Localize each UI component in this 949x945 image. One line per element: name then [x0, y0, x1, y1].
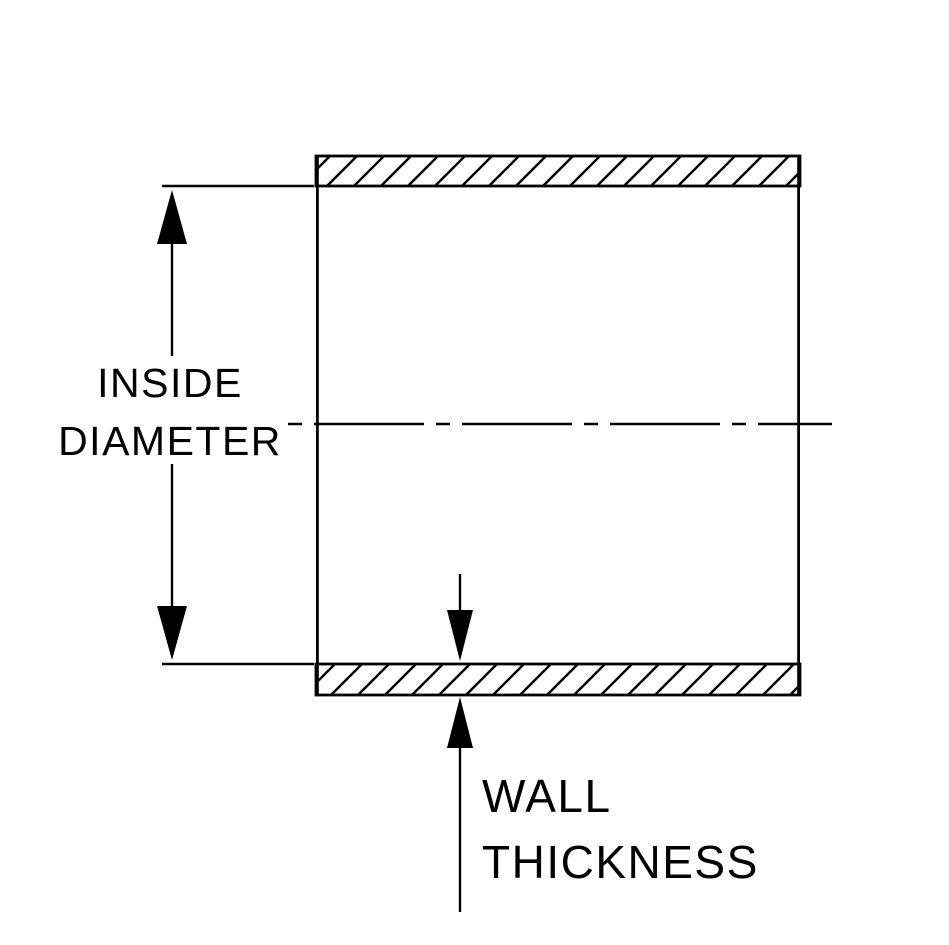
tube-body: [314, 154, 802, 697]
inside-diameter-label-line1: INSIDE: [97, 360, 243, 406]
inside-diameter-label-line2: DIAMETER: [58, 418, 282, 464]
inside-diameter-dimension: INSIDE DIAMETER: [58, 184, 314, 666]
wall-thickness-callout: WALL THICKNESS: [447, 574, 759, 912]
dimension-arrow-up: [157, 190, 187, 244]
tube-bottom-wall-hatched: [314, 662, 802, 697]
wall-thickness-arrow-up: [447, 697, 473, 748]
tube-top-wall-hatched: [314, 154, 802, 188]
wall-thickness-label-line1: WALL: [482, 770, 612, 822]
dimension-arrow-down: [157, 606, 187, 660]
wall-thickness-arrow-down: [447, 610, 473, 661]
wall-thickness-label-line2: THICKNESS: [482, 836, 759, 888]
